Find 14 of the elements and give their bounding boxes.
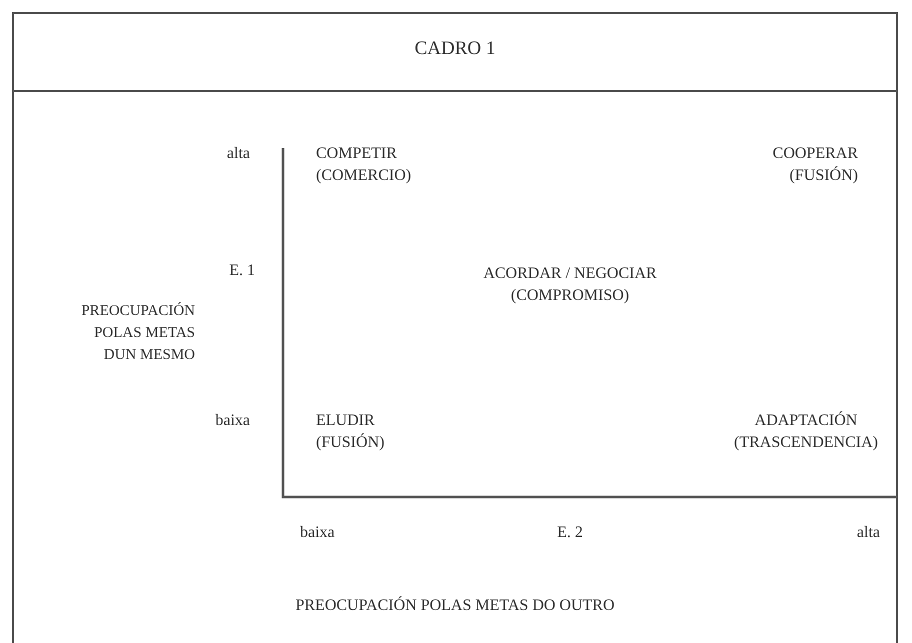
axis-title: PREOCUPACIÓN POLAS METAS DUN MESMO <box>80 301 195 365</box>
quadrant-label: COMPETIR (COMERCIO) <box>316 144 412 186</box>
axis-tick-label: baixa <box>300 523 336 543</box>
quadrant-label: ACORDAR / NEGOCIAR (COMPROMISO) <box>482 264 658 306</box>
quadrant-label: ADAPTACIÓN (TRASCENDENCIA) <box>734 410 878 453</box>
axis-tick-label: E. 2 <box>556 523 584 543</box>
axis-tick-label: alta <box>856 523 880 543</box>
axis-tick-label: E. 1 <box>228 261 255 281</box>
title: CADRO 1 <box>414 38 496 60</box>
axis-tick-label: alta <box>226 144 250 164</box>
axis-title: PREOCUPACIÓN POLAS METAS DO OUTRO <box>294 595 616 616</box>
quadrant-label: ELUDIR (FUSIÓN) <box>316 411 384 453</box>
axis-tick-label: baixa <box>214 411 250 431</box>
quadrant-label: COOPERAR (FUSIÓN) <box>772 144 858 186</box>
